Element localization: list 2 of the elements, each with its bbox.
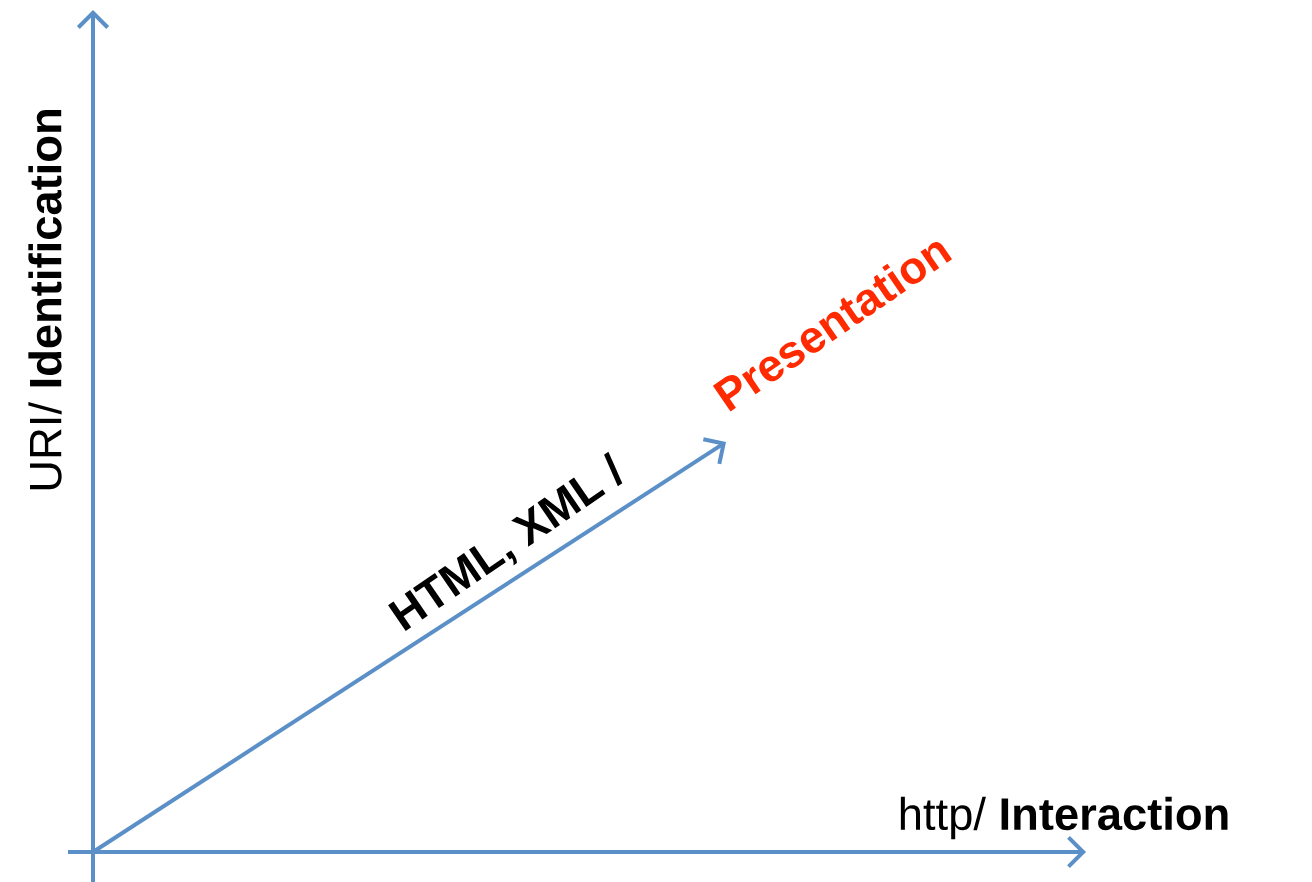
- axis-label: http/ Interaction: [900, 796, 1228, 840]
- axis-label: URI/ Identification: [28, 110, 62, 490]
